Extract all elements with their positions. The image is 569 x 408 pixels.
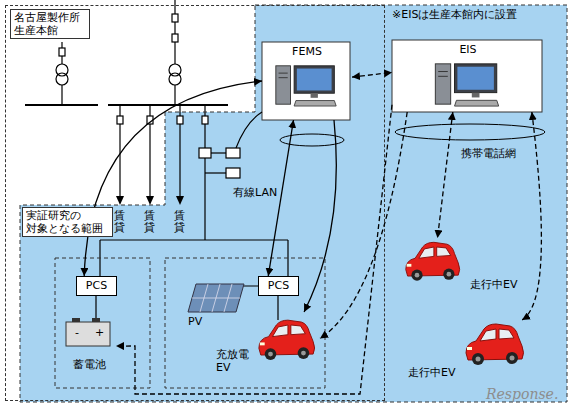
pcs-box: PCS bbox=[258, 276, 299, 296]
terminal-sign: - bbox=[75, 326, 79, 339]
storage-battery: 蓄電池 bbox=[62, 312, 116, 374]
fems-server: FEMS bbox=[262, 42, 352, 120]
battery-icon bbox=[66, 318, 110, 346]
load-label: 賃貸 bbox=[174, 210, 185, 234]
region-border bbox=[20, 5, 567, 402]
node-text: 充放電 EV bbox=[216, 348, 256, 374]
load-label: 賃貸 bbox=[114, 210, 125, 234]
trial-scope-region: 実証研究の 対象となる範囲 FEMS EIS PCS 蓄電池 PCS PV 充放電 EV 走行中… bbox=[18, 5, 567, 402]
ev-car bbox=[406, 242, 460, 280]
node-text: 実証研究の 対象となる範囲 bbox=[22, 207, 113, 237]
eis-server: EIS bbox=[392, 40, 544, 112]
mobile-bundle bbox=[395, 124, 545, 140]
pv-panel-node: PV bbox=[186, 282, 246, 330]
wireless-link bbox=[320, 112, 407, 338]
power-wiring bbox=[25, 0, 288, 320]
watermark: Response. bbox=[486, 386, 558, 403]
wireless-link bbox=[116, 105, 392, 394]
computer-icon bbox=[435, 64, 498, 106]
wired-link bbox=[84, 81, 262, 276]
charging-ev: 充放電 EV bbox=[214, 312, 320, 378]
node-text: 名古屋製作所 生産本館 bbox=[10, 9, 90, 39]
pv-panel bbox=[188, 284, 244, 312]
pcs-box: PCS bbox=[76, 276, 117, 296]
pv-ev-group bbox=[165, 258, 325, 388]
network-label: 携帯電話網 bbox=[460, 147, 517, 160]
node-text: PV bbox=[188, 315, 202, 328]
wireless-link bbox=[522, 112, 541, 320]
computer-icon bbox=[276, 66, 336, 106]
site-boundary: 名古屋製作所 生産本館 bbox=[5, 5, 385, 401]
node-text: FEMS bbox=[262, 45, 352, 58]
wireless-link bbox=[438, 112, 453, 238]
wired-link bbox=[304, 120, 336, 312]
note: ※EISは生産本館内に設置 bbox=[392, 8, 517, 21]
ev-car bbox=[259, 320, 315, 360]
network-label: 有線LAN bbox=[232, 186, 278, 199]
wireless-link bbox=[352, 72, 392, 77]
scope-fill bbox=[20, 5, 567, 402]
node-text: 蓄電池 bbox=[62, 358, 116, 371]
load-label: 賃貸 bbox=[144, 210, 155, 234]
terminal-sign: + bbox=[95, 326, 104, 339]
driving-ev: 走行中EV bbox=[408, 320, 560, 382]
region-outline bbox=[18, 5, 567, 402]
driving-ev: 走行中EV bbox=[400, 238, 525, 294]
node-text: 走行中EV bbox=[408, 366, 455, 379]
node-text: 走行中EV bbox=[470, 278, 517, 291]
ev-car bbox=[466, 324, 524, 365]
node-text: EIS bbox=[392, 43, 544, 56]
battery-group bbox=[55, 258, 150, 388]
node-text: PCS bbox=[77, 279, 116, 292]
node-text: PCS bbox=[259, 279, 298, 292]
